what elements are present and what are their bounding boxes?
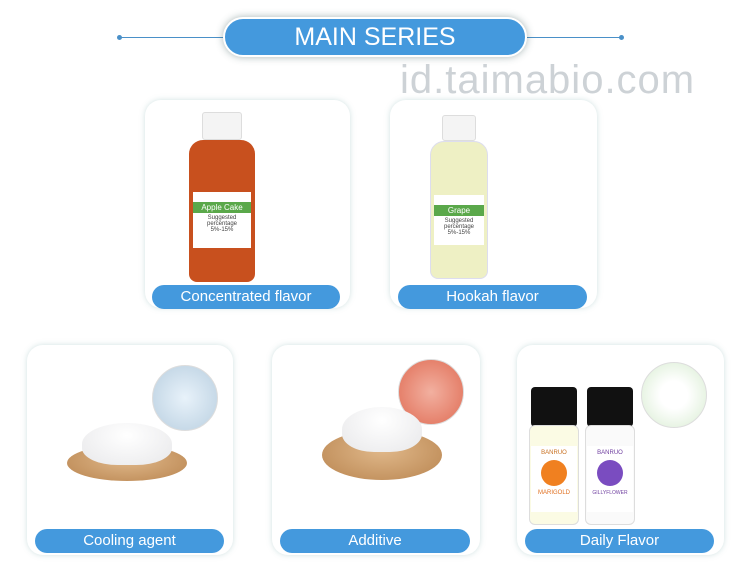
header-dot-left	[117, 35, 122, 40]
gillyflower-bottle: BANRUO GILLYFLOWER	[585, 387, 635, 527]
page-title: MAIN SERIES	[223, 17, 527, 57]
product-card-additive[interactable]: Additive	[272, 345, 480, 555]
bottle-image: Grape Suggested percentage 5%-15%	[428, 115, 490, 280]
header-dot-right	[619, 35, 624, 40]
bottle-image: Apple Cake Suggested percentage 5%-15%	[187, 112, 257, 282]
bottle-label-pct: 5%-15%	[447, 230, 471, 236]
product-card-daily[interactable]: BANRUO MARIGOLD BANRUO GILLYFLOWER Daily…	[517, 345, 724, 555]
bottle-brand: BANRUO	[541, 450, 567, 456]
label-hookah-flavor[interactable]: Hookah flavor	[398, 285, 587, 309]
label-additive[interactable]: Additive	[280, 529, 470, 553]
bottle-name: GILLYFLOWER	[592, 490, 628, 496]
product-card-hookah[interactable]: Grape Suggested percentage 5%-15% Hookah…	[390, 100, 597, 309]
bottle-label-pct: 5%-15%	[210, 227, 234, 233]
header-line-right	[527, 37, 621, 38]
bottle-brand: BANRUO	[597, 450, 623, 456]
bottle-name: MARIGOLD	[537, 490, 570, 496]
bottle-label-sub: Suggested percentage	[443, 218, 475, 230]
label-cooling-agent[interactable]: Cooling agent	[35, 529, 224, 553]
watermark: id.taimabio.com	[400, 58, 696, 102]
product-card-concentrated[interactable]: Apple Cake Suggested percentage 5%-15% C…	[145, 100, 350, 309]
bottle-label-sub: Suggested percentage	[206, 215, 238, 227]
label-concentrated-flavor[interactable]: Concentrated flavor	[152, 285, 340, 309]
daisy-flower-icon	[641, 362, 707, 428]
white-powder-image	[342, 407, 422, 452]
header-line-left	[119, 37, 224, 38]
marigold-bottle: BANRUO MARIGOLD	[529, 387, 579, 527]
product-card-cooling[interactable]: Cooling agent	[27, 345, 233, 555]
ice-cubes-icon	[152, 365, 218, 431]
white-powder-image	[82, 423, 172, 465]
bottle-label-name: Grape	[434, 205, 484, 216]
bottle-label-name: Apple Cake	[193, 202, 251, 213]
label-daily-flavor[interactable]: Daily Flavor	[525, 529, 714, 553]
